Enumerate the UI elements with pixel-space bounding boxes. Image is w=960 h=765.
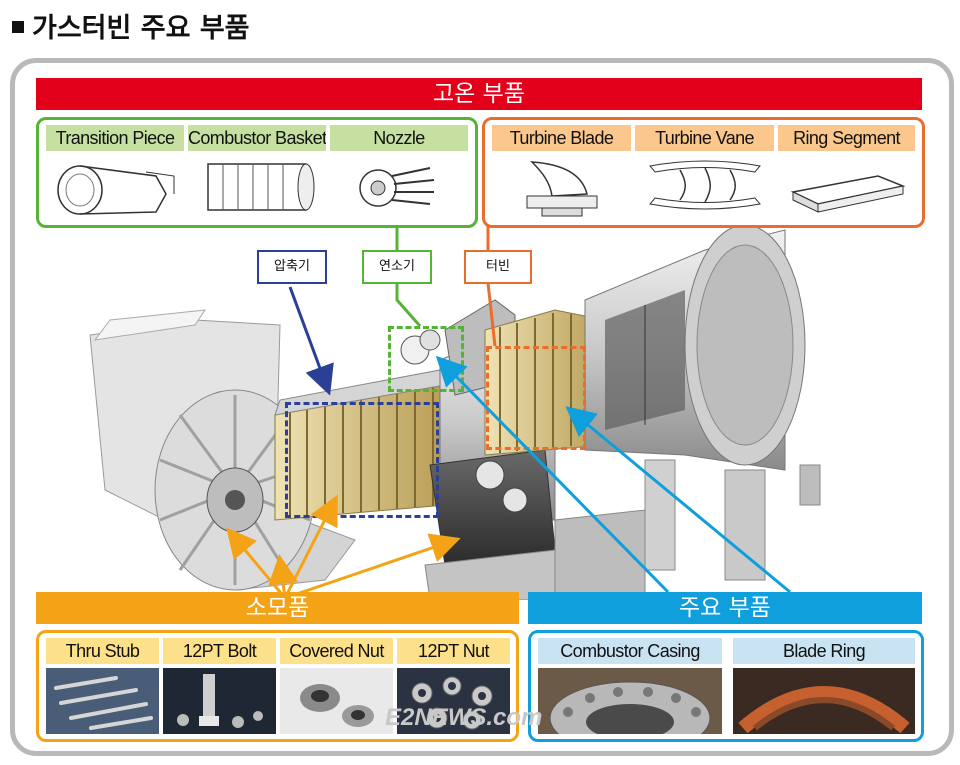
part-turbine-blade: Turbine Blade bbox=[492, 125, 631, 220]
gas-turbine-cutaway-illustration bbox=[89, 224, 821, 600]
part-label: Ring Segment bbox=[778, 125, 915, 151]
part-12pt-nut: 12PT Nut bbox=[397, 638, 510, 734]
engine-supports bbox=[424, 459, 821, 600]
blade-ring-photo bbox=[733, 668, 915, 734]
part-turbine-vane: Turbine Vane bbox=[635, 125, 774, 220]
nozzle-sketch bbox=[359, 167, 435, 207]
combustor-casing-photo bbox=[538, 668, 722, 734]
turbine-blade-sketch bbox=[526, 161, 598, 217]
consumables-banner: 소모품 bbox=[36, 592, 519, 624]
main-parts-banner: 주요 부품 bbox=[528, 592, 922, 624]
part-thru-stub: Thru Stub bbox=[46, 638, 159, 734]
turbine-highlight-box bbox=[486, 346, 586, 450]
combustion-parts-group: Transition Piece Combustor Basket Nozzle bbox=[36, 117, 478, 228]
turbine-callout: 터빈 bbox=[464, 250, 532, 284]
part-blade-ring: Blade Ring bbox=[733, 638, 915, 734]
compressor-arrow bbox=[288, 286, 334, 396]
covered-nut-photo bbox=[280, 668, 393, 734]
combustor-connector bbox=[395, 283, 422, 327]
page-title-text: 가스터빈 주요 부품 bbox=[32, 13, 250, 44]
compressor-highlight-box bbox=[285, 402, 439, 518]
part-transition-piece: Transition Piece bbox=[46, 125, 184, 220]
part-label: 12PT Nut bbox=[397, 638, 510, 664]
part-label: Turbine Blade bbox=[492, 125, 631, 151]
part-12pt-bolt: 12PT Bolt bbox=[163, 638, 276, 734]
part-combustor-casing: Combustor Casing bbox=[538, 638, 722, 734]
ring-segment-sketch bbox=[790, 175, 906, 213]
part-label: Thru Stub bbox=[46, 638, 159, 664]
part-label: 12PT Bolt bbox=[163, 638, 276, 664]
combustor-callout: 연소기 bbox=[362, 250, 432, 284]
hot-parts-banner: 고온 부품 bbox=[36, 78, 922, 110]
page-title: 가스터빈 주요 부품 bbox=[12, 6, 250, 45]
consumables-group: Thru Stub 12PT Bolt Covered Nut 12PT Nut bbox=[36, 630, 519, 742]
part-label: Transition Piece bbox=[46, 125, 184, 151]
combustor-basket-sketch bbox=[207, 163, 315, 211]
main-part-arrows bbox=[435, 355, 791, 594]
turbine-parts-group: Turbine Blade Turbine Vane Ring Segment bbox=[482, 117, 925, 228]
part-label: Nozzle bbox=[330, 125, 468, 151]
part-label: Combustor Basket bbox=[188, 125, 326, 151]
intake-fan bbox=[154, 389, 316, 591]
part-label: Combustor Casing bbox=[538, 638, 722, 664]
turbine-connector bbox=[486, 282, 497, 347]
12pt-nut-photo bbox=[397, 668, 510, 734]
part-nozzle: Nozzle bbox=[330, 125, 468, 220]
main-parts-group: Combustor Casing Blade Ring bbox=[528, 630, 924, 742]
part-label: Covered Nut bbox=[280, 638, 393, 664]
12pt-bolt-photo bbox=[163, 668, 276, 734]
square-bullet-icon bbox=[12, 20, 24, 33]
thru-stub-photo bbox=[46, 668, 159, 734]
part-combustor-basket: Combustor Basket bbox=[188, 125, 326, 220]
part-label: Turbine Vane bbox=[635, 125, 774, 151]
turbine-vane-sketch bbox=[649, 160, 761, 210]
part-label: Blade Ring bbox=[733, 638, 915, 664]
part-ring-segment: Ring Segment bbox=[778, 125, 915, 220]
consumable-arrows bbox=[226, 494, 461, 600]
part-covered-nut: Covered Nut bbox=[280, 638, 393, 734]
exhaust-diffuser bbox=[584, 224, 806, 471]
transition-piece-sketch bbox=[57, 165, 175, 215]
compressor-callout: 압축기 bbox=[257, 250, 327, 284]
watermark: E2NEWS.com bbox=[385, 704, 543, 731]
